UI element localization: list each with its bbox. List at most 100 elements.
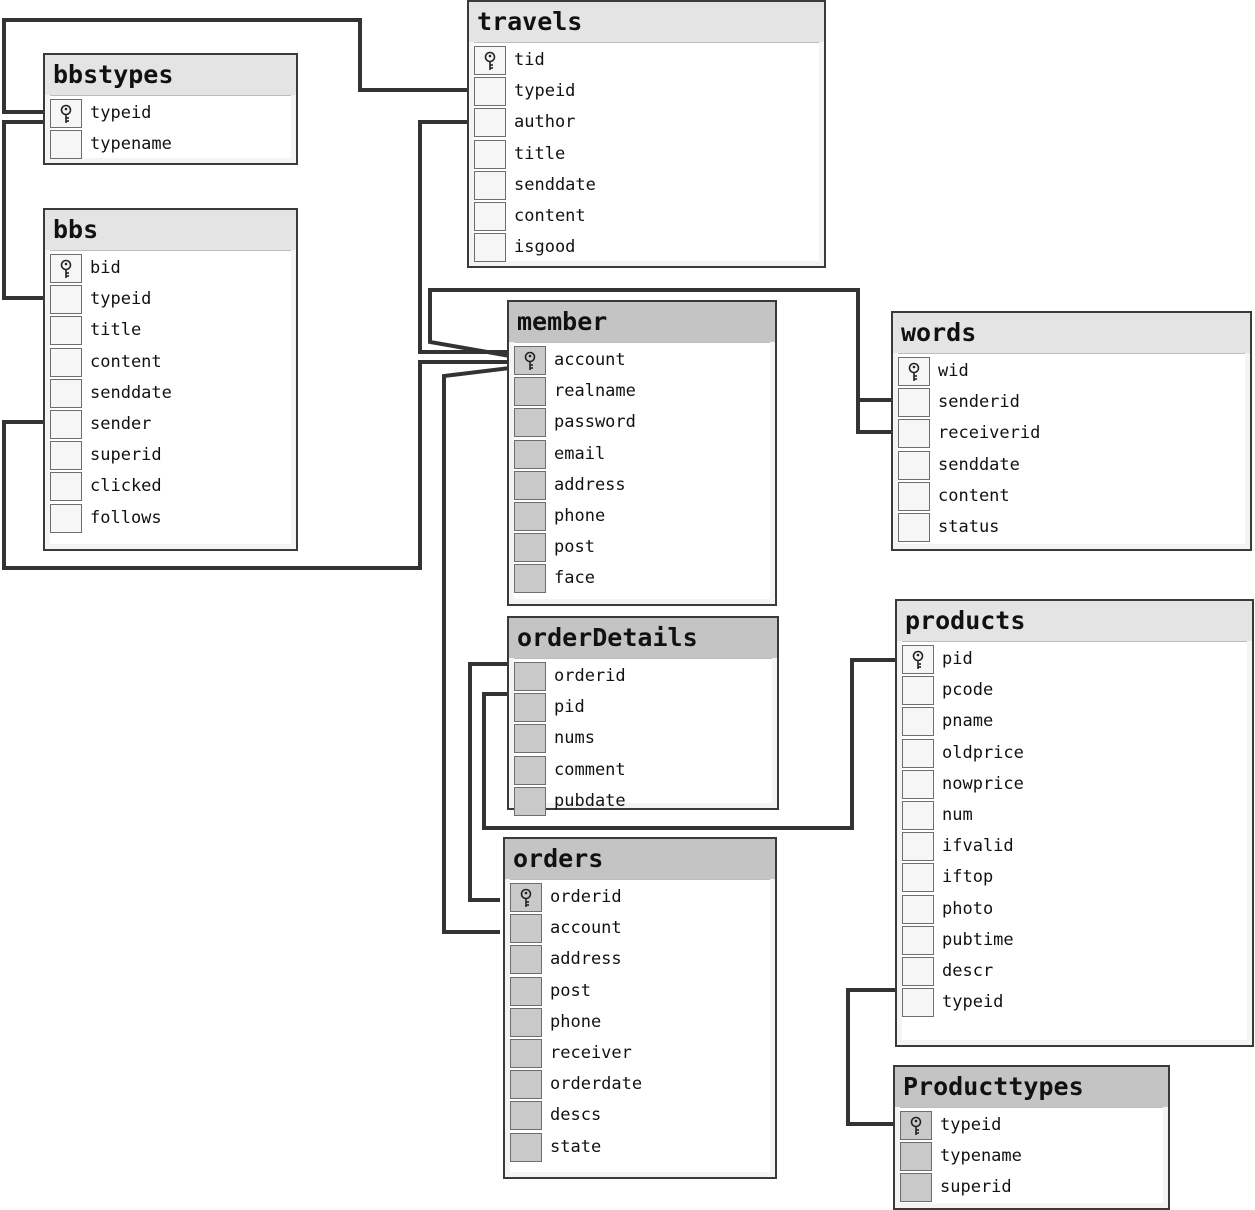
- column-row[interactable]: pubdate: [514, 786, 772, 818]
- row-selector[interactable]: [474, 77, 506, 107]
- row-selector[interactable]: [898, 513, 930, 542]
- column-row[interactable]: address: [514, 470, 770, 502]
- row-selector[interactable]: [902, 925, 934, 955]
- row-selector[interactable]: [50, 130, 82, 160]
- row-selector[interactable]: [902, 676, 934, 706]
- column-row[interactable]: account: [510, 914, 770, 945]
- column-row[interactable]: pid: [902, 645, 1247, 676]
- row-selector[interactable]: [514, 564, 546, 594]
- column-row[interactable]: descr: [902, 957, 1247, 988]
- row-selector[interactable]: [898, 419, 930, 449]
- column-row[interactable]: wid: [898, 357, 1245, 388]
- column-row[interactable]: state: [510, 1132, 770, 1164]
- column-row[interactable]: typeid: [900, 1111, 1163, 1142]
- row-selector[interactable]: [50, 472, 82, 502]
- row-selector[interactable]: [514, 502, 546, 531]
- column-row[interactable]: photo: [902, 894, 1247, 926]
- row-selector[interactable]: [902, 738, 934, 768]
- row-selector[interactable]: [514, 755, 546, 785]
- row-selector[interactable]: [514, 662, 546, 691]
- row-selector[interactable]: [514, 408, 546, 438]
- row-selector[interactable]: [902, 645, 934, 674]
- column-row[interactable]: email: [514, 439, 770, 471]
- row-selector[interactable]: [902, 957, 934, 986]
- column-row[interactable]: descs: [510, 1101, 770, 1132]
- column-row[interactable]: ifvalid: [902, 832, 1247, 863]
- column-row[interactable]: title: [474, 139, 819, 171]
- row-selector[interactable]: [902, 707, 934, 737]
- column-row[interactable]: clicked: [50, 472, 291, 503]
- row-selector[interactable]: [510, 1132, 542, 1162]
- column-row[interactable]: content: [898, 481, 1245, 513]
- column-row[interactable]: bid: [50, 254, 291, 285]
- row-selector[interactable]: [50, 441, 82, 471]
- column-row[interactable]: account: [514, 346, 770, 377]
- column-row[interactable]: title: [50, 316, 291, 347]
- row-selector[interactable]: [510, 883, 542, 912]
- column-row[interactable]: superid: [900, 1173, 1163, 1204]
- column-row[interactable]: senddate: [50, 378, 291, 410]
- row-selector[interactable]: [902, 988, 934, 1018]
- row-selector[interactable]: [900, 1142, 932, 1172]
- row-selector[interactable]: [50, 503, 82, 533]
- column-row[interactable]: senderid: [898, 388, 1245, 419]
- row-selector[interactable]: [514, 346, 546, 375]
- row-selector[interactable]: [898, 388, 930, 418]
- column-row[interactable]: orderid: [514, 662, 772, 693]
- column-row[interactable]: password: [514, 408, 770, 439]
- column-row[interactable]: iftop: [902, 863, 1247, 894]
- table-title[interactable]: bbstypes: [45, 55, 296, 95]
- row-selector[interactable]: [50, 378, 82, 408]
- table-title[interactable]: member: [509, 302, 775, 342]
- row-selector[interactable]: [900, 1173, 932, 1203]
- column-row[interactable]: face: [514, 564, 770, 595]
- row-selector[interactable]: [50, 285, 82, 315]
- column-row[interactable]: tid: [474, 46, 819, 77]
- column-row[interactable]: post: [510, 976, 770, 1008]
- row-selector[interactable]: [510, 945, 542, 975]
- row-selector[interactable]: [510, 976, 542, 1006]
- row-selector[interactable]: [514, 786, 546, 816]
- row-selector[interactable]: [514, 533, 546, 563]
- row-selector[interactable]: [474, 46, 506, 75]
- column-row[interactable]: senddate: [898, 450, 1245, 482]
- row-selector[interactable]: [510, 1007, 542, 1037]
- row-selector[interactable]: [514, 439, 546, 469]
- column-row[interactable]: typeid: [50, 99, 291, 130]
- row-selector[interactable]: [474, 139, 506, 169]
- column-row[interactable]: status: [898, 513, 1245, 544]
- column-row[interactable]: pid: [514, 693, 772, 724]
- column-row[interactable]: address: [510, 945, 770, 976]
- row-selector[interactable]: [510, 914, 542, 944]
- column-row[interactable]: typeid: [50, 285, 291, 316]
- column-row[interactable]: phone: [510, 1007, 770, 1039]
- column-row[interactable]: nowprice: [902, 769, 1247, 801]
- column-row[interactable]: follows: [50, 503, 291, 535]
- table-title[interactable]: travels: [469, 2, 824, 42]
- column-row[interactable]: orderdate: [510, 1070, 770, 1101]
- column-row[interactable]: senddate: [474, 170, 819, 202]
- row-selector[interactable]: [474, 170, 506, 200]
- column-row[interactable]: content: [474, 202, 819, 233]
- column-row[interactable]: typename: [900, 1142, 1163, 1173]
- table-title[interactable]: bbs: [45, 210, 296, 250]
- row-selector[interactable]: [514, 693, 546, 723]
- row-selector[interactable]: [902, 863, 934, 893]
- row-selector[interactable]: [900, 1111, 932, 1140]
- row-selector[interactable]: [50, 99, 82, 128]
- column-row[interactable]: post: [514, 533, 770, 564]
- row-selector[interactable]: [514, 470, 546, 500]
- row-selector[interactable]: [50, 316, 82, 346]
- column-row[interactable]: num: [902, 801, 1247, 832]
- table-title[interactable]: orderDetails: [509, 618, 777, 658]
- row-selector[interactable]: [474, 233, 506, 263]
- column-row[interactable]: realname: [514, 377, 770, 408]
- column-row[interactable]: orderid: [510, 883, 770, 914]
- row-selector[interactable]: [474, 202, 506, 231]
- row-selector[interactable]: [50, 254, 82, 283]
